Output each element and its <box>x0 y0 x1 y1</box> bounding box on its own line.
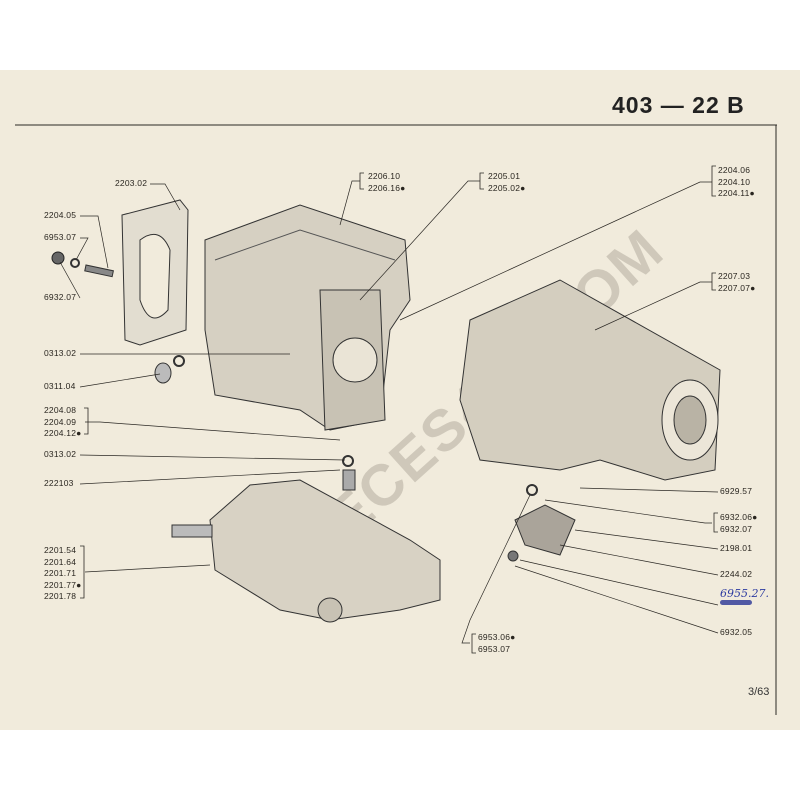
page-number: 3/63 <box>748 686 770 698</box>
part-label: 2201.77● <box>44 579 82 590</box>
ink-scribble <box>720 600 752 605</box>
gear-assembly <box>209 479 441 621</box>
part-label: 0313.02 <box>44 348 77 358</box>
part-label-group: 6932.06● 6932.07 <box>720 512 757 535</box>
part-label: 6953.07 <box>44 232 77 242</box>
part-label: 6929.57 <box>720 486 753 496</box>
bearing-bore <box>332 337 378 383</box>
part-label: 2204.11● <box>718 188 755 198</box>
part-label: 0313.02 <box>44 449 77 459</box>
seal-ring <box>173 355 185 367</box>
part-label: 2205.02● <box>488 182 526 193</box>
part-label: 6932.06● <box>720 512 758 522</box>
rear-housing <box>459 279 721 481</box>
part-label: 2201.64 <box>44 556 77 567</box>
part-label: 2204.10 <box>718 176 751 187</box>
plug <box>342 469 356 491</box>
part-label: 2201.78 <box>44 591 77 601</box>
handwritten-note: 6955.27. <box>720 587 769 600</box>
part-label: 2204.05 <box>44 210 77 220</box>
part-label: 6953.06● <box>478 632 516 642</box>
selector-boss <box>317 597 343 623</box>
part-label: 0311.04 <box>44 381 76 391</box>
washer <box>526 484 538 496</box>
drain-plug <box>154 362 172 384</box>
part-label-group: 2204.08 2204.09 2204.12● <box>44 405 81 440</box>
part-label: 6953.07 <box>478 643 511 654</box>
part-label: 2244.02 <box>720 569 753 579</box>
part-label: 222103 <box>44 478 74 488</box>
part-label: 6932.05 <box>720 627 753 637</box>
part-label: 2204.09 <box>44 416 77 427</box>
part-label: 2203.02 <box>115 178 148 188</box>
cover-plate <box>514 504 576 556</box>
part-label-group: 2204.06 2204.10 2204.11● <box>718 165 755 200</box>
part-label: 2207.03 <box>718 271 751 281</box>
input-shaft <box>171 524 213 538</box>
part-label: 6932.07 <box>720 523 753 534</box>
part-label: 2201.71 <box>44 568 77 578</box>
part-label: 2206.10 <box>368 171 401 181</box>
nut <box>507 550 519 562</box>
part-label: 2207.07● <box>718 282 756 293</box>
part-label-group: 2207.03 2207.07● <box>718 271 755 294</box>
nut <box>51 251 65 265</box>
housing-edge <box>214 229 396 261</box>
part-label: 6932.07 <box>44 292 77 302</box>
seal-ring <box>342 455 354 467</box>
gasket-opening <box>139 233 171 319</box>
part-label-group: 2201.54 2201.64 2201.71 2201.77● 2201.78 <box>44 545 81 603</box>
page-title: 403 — 22 B <box>612 92 745 118</box>
part-label: 2204.12● <box>44 428 82 438</box>
part-label: 2205.01 <box>488 171 521 181</box>
part-label: 2201.54 <box>44 545 77 555</box>
washer <box>70 258 80 268</box>
part-label: 2198.01 <box>720 543 753 553</box>
rear-bore-inner <box>673 395 707 445</box>
part-label: 2204.06 <box>718 165 751 175</box>
part-label: 2206.16● <box>368 182 406 193</box>
leader-lines <box>59 180 719 644</box>
part-label-group: 2206.10 2206.16● <box>368 171 405 194</box>
label-brackets <box>80 165 718 654</box>
part-label-group: 6953.06● 6953.07 <box>478 632 515 655</box>
part-label: 2204.08 <box>44 405 77 415</box>
stud <box>84 264 114 278</box>
part-label-group: 2205.01 2205.02● <box>488 171 525 194</box>
